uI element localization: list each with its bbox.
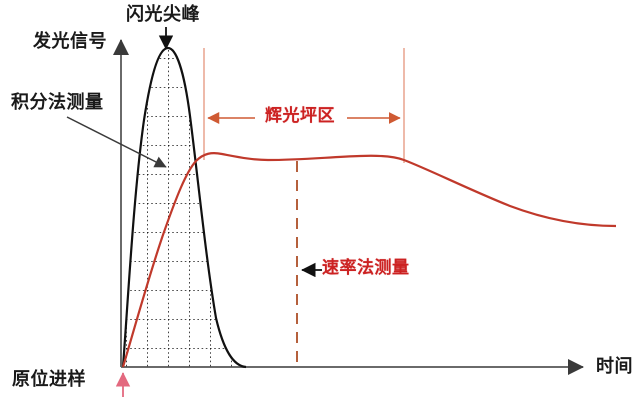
plateau-region-markers [203,48,405,163]
y-axis-label: 发光信号 [33,31,107,52]
flash-peak-curve [121,46,247,369]
flash-peak-label: 闪光尖峰 [126,4,200,25]
x-axis-label: 时间 [596,356,633,377]
integration-method-label: 积分法测量 [11,92,104,113]
integration-pointer-icon [66,116,167,168]
glow-curve [121,152,617,368]
glow-plateau-label: 辉光坪区 [265,106,335,126]
rate-method-label: 速率法测量 [322,258,410,278]
in-situ-injection-label: 原位进样 [12,369,86,390]
